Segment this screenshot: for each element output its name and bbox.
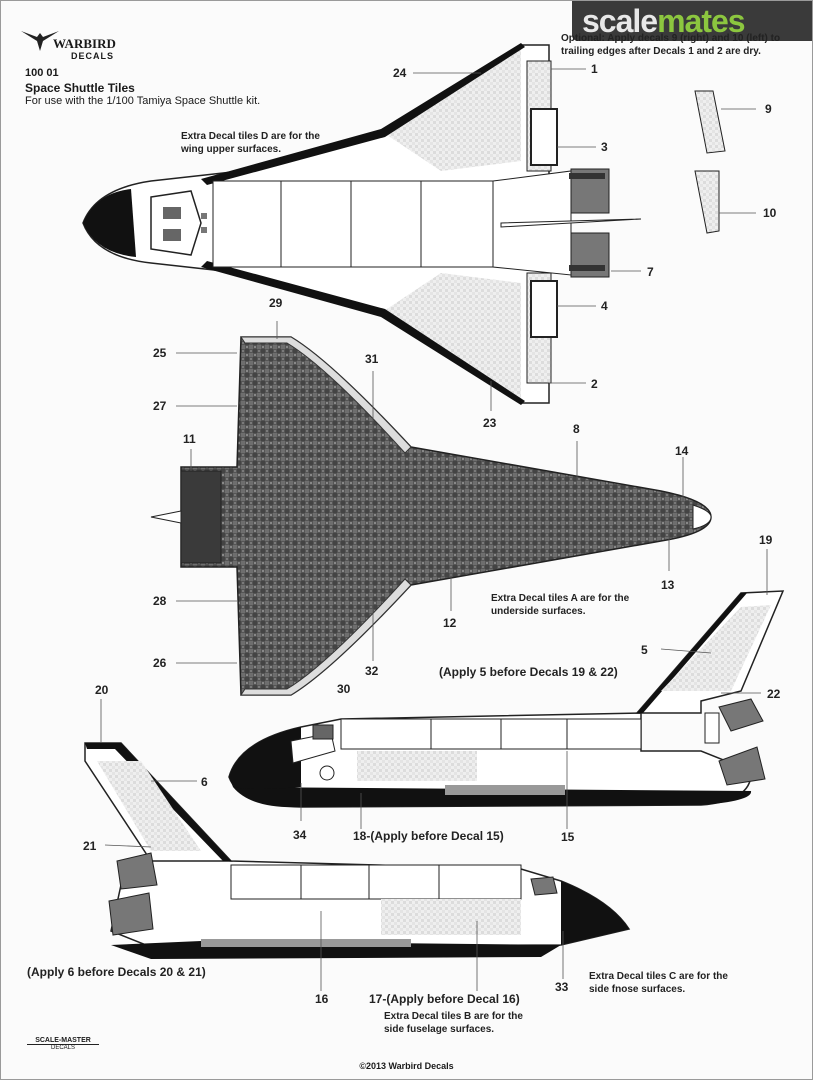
callout-apply-17: 17-(Apply before Decal 16): [369, 992, 520, 1006]
label-24: 24: [393, 66, 407, 80]
label-16: 16: [315, 992, 329, 1006]
label-26: 26: [153, 656, 167, 670]
scalemaster-logo-bottom: DECALS: [50, 1045, 75, 1051]
trailing-edge-decal-9: [694, 90, 726, 154]
note-tiles-a: Extra Decal tiles A are for the undersid…: [491, 593, 630, 617]
crew-hatch-icon: [319, 765, 335, 781]
label-29: 29: [269, 296, 283, 310]
warbird-logo: WARBIRD DECALS: [19, 27, 139, 61]
label-3: 3: [601, 140, 608, 154]
note-tiles-c: Extra Decal tiles C are for the side fno…: [589, 971, 728, 995]
label-21: 21: [83, 839, 97, 853]
label-12: 12: [443, 616, 457, 630]
callout-apply-6: (Apply 6 before Decals 20 & 21): [27, 965, 206, 979]
label-1: 1: [591, 62, 598, 76]
label-11: 11: [183, 432, 196, 446]
label-19: 19: [759, 533, 773, 547]
right-side-view-shuttle: [228, 590, 785, 808]
label-30: 30: [337, 682, 351, 696]
label-25: 25: [153, 346, 167, 360]
copyright: ©2013 Warbird Decals: [359, 1061, 454, 1071]
top-view-shuttle: [82, 43, 642, 405]
product-code: 100 01: [25, 67, 59, 79]
label-20: 20: [95, 683, 109, 697]
label-28: 28: [153, 594, 167, 608]
label-23: 23: [483, 416, 497, 430]
callout-apply-5: (Apply 5 before Decals 19 & 22): [439, 665, 618, 679]
label-10: 10: [763, 206, 777, 220]
note-tiles-b: Extra Decal tiles B are for the side fus…: [384, 1011, 523, 1035]
note-tiles-d: Extra Decal tiles D are for the wing upp…: [181, 131, 320, 155]
label-27: 27: [153, 399, 167, 413]
trailing-edge-decal-10: [694, 170, 720, 234]
label-22: 22: [767, 687, 781, 701]
label-33: 33: [555, 980, 569, 994]
label-9: 9: [765, 102, 772, 116]
scalemaster-logo: SCALE-MASTER DECALS: [27, 1037, 99, 1051]
label-2: 2: [591, 377, 598, 391]
label-32: 32: [365, 664, 379, 678]
scalemaster-logo-top: SCALE-MASTER: [27, 1037, 99, 1045]
part-number-labels: 24 1 3 7 4 2 23 9 10 29 25 31 27 8 11 14…: [83, 62, 781, 1006]
watermark-part2: mates: [657, 3, 745, 39]
label-7: 7: [647, 265, 654, 279]
page-subtitle: For use with the 1/100 Tamiya Space Shut…: [25, 95, 261, 107]
scalemates-watermark: scalemates: [572, 1, 812, 41]
brand-sub-mark: DECALS: [71, 51, 115, 61]
label-13: 13: [661, 578, 675, 592]
brand-name-mark: WARBIRD: [53, 36, 116, 51]
leader-lines: [100, 68, 768, 991]
page-title: Space Shuttle Tiles: [25, 81, 135, 95]
label-31: 31: [365, 352, 379, 366]
label-34: 34: [293, 828, 307, 842]
label-5: 5: [641, 643, 648, 657]
label-15: 15: [561, 830, 575, 844]
warbird-bird-icon: [21, 31, 59, 51]
callout-apply-18: 18-(Apply before Decal 15): [353, 829, 504, 843]
label-4: 4: [601, 299, 608, 313]
left-side-view-shuttle: [84, 742, 631, 959]
label-6: 6: [201, 775, 208, 789]
watermark-part1: scale: [582, 3, 658, 39]
note-optional: Optional: Apply decals 9 (right) and 10 …: [561, 33, 781, 57]
underside-view-shuttle: [150, 336, 712, 696]
label-14: 14: [675, 444, 689, 458]
label-8: 8: [573, 422, 580, 436]
